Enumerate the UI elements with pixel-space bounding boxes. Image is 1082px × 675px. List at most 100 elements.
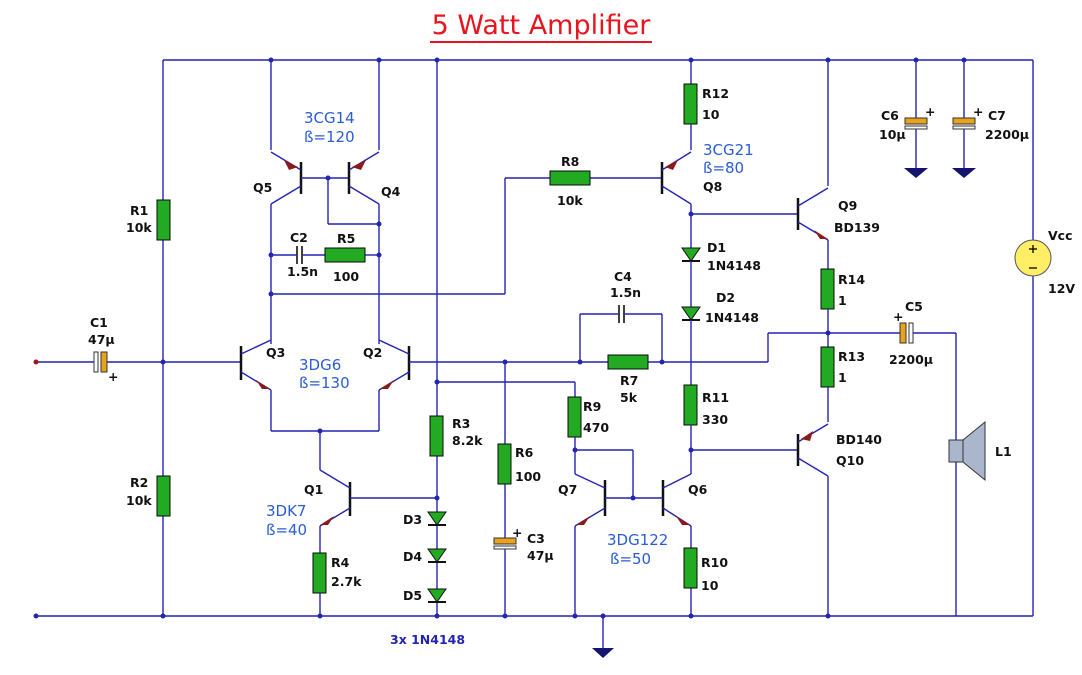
q9-transistor: Q9 BD139 bbox=[796, 187, 880, 241]
c6-value: 10µ bbox=[879, 127, 906, 142]
r12-resistor: R12 10 bbox=[683, 83, 729, 125]
q7-type: 3DG122 bbox=[607, 531, 668, 549]
c7-capacitor: + C7 2200µ bbox=[952, 104, 1029, 142]
d4-diode: D4 bbox=[403, 548, 447, 564]
r8-name: R8 bbox=[561, 154, 579, 169]
r10-name: R10 bbox=[701, 555, 728, 570]
c7-value: 2200µ bbox=[985, 127, 1029, 142]
q9-name: Q9 bbox=[838, 198, 857, 213]
q5-name: Q5 bbox=[253, 180, 272, 195]
title-text: 5 Watt Amplifier bbox=[429, 10, 653, 43]
q3-name: Q3 bbox=[266, 345, 285, 360]
r5-value: 100 bbox=[333, 269, 359, 284]
c1-plus: + bbox=[108, 369, 118, 384]
r13-resistor: R13 1 bbox=[820, 346, 865, 388]
d3-diode: D3 bbox=[403, 511, 447, 527]
q5-type: 3CG14 bbox=[304, 109, 355, 127]
d1-name: D1 bbox=[707, 240, 726, 255]
r6-value: 100 bbox=[515, 469, 541, 484]
r7-value: 5k bbox=[620, 390, 638, 405]
c1-name: C1 bbox=[90, 315, 108, 330]
q7-name: Q7 bbox=[558, 482, 577, 497]
c6-ground-icon bbox=[904, 168, 928, 178]
c1-value: 47µ bbox=[88, 332, 115, 347]
d2-part: 1N4148 bbox=[705, 310, 759, 325]
r8-resistor: R8 10k bbox=[549, 154, 591, 208]
c5-plus: + bbox=[893, 309, 903, 324]
q10-transistor: BD140 Q10 bbox=[796, 423, 882, 477]
c7-ground-icon bbox=[952, 168, 976, 178]
c1-capacitor: C1 47µ + bbox=[88, 315, 118, 384]
d1-part: 1N4148 bbox=[707, 258, 761, 273]
r7-resistor: R7 5k bbox=[607, 354, 649, 405]
r6-resistor: R6 100 bbox=[497, 443, 541, 485]
r13-name: R13 bbox=[838, 349, 865, 364]
d2-name: D2 bbox=[716, 290, 735, 305]
q3-transistor: Q3 bbox=[239, 339, 285, 391]
r2-resistor: R2 10k bbox=[126, 475, 171, 517]
q5-transistor: Q5 bbox=[253, 151, 349, 205]
r5-resistor: R5 100 bbox=[324, 231, 366, 284]
r11-value: 330 bbox=[702, 412, 728, 427]
r9-value: 470 bbox=[583, 420, 609, 435]
c5-value: 2200µ bbox=[889, 352, 933, 367]
r5-name: R5 bbox=[337, 231, 355, 246]
r11-name: R11 bbox=[702, 390, 729, 405]
diode-footnote: 3x 1N4148 bbox=[390, 632, 465, 647]
vcc-label: Vcc bbox=[1048, 228, 1073, 243]
c3-plus: + bbox=[512, 525, 522, 540]
q4-transistor: Q4 bbox=[347, 151, 401, 205]
c3-name: C3 bbox=[527, 531, 545, 546]
r2-value: 10k bbox=[126, 493, 152, 508]
c5-name: C5 bbox=[905, 299, 923, 314]
r2-name: R2 bbox=[130, 475, 148, 490]
q1-type: 3DK7 bbox=[266, 502, 306, 520]
c3-value: 47µ bbox=[527, 548, 554, 563]
q6-transistor: Q6 bbox=[661, 473, 708, 527]
c7-plus: + bbox=[973, 104, 983, 119]
c7-name: C7 bbox=[988, 108, 1006, 123]
q9-part: BD139 bbox=[834, 220, 880, 235]
q8-beta: ß=80 bbox=[703, 159, 744, 177]
q4-name: Q4 bbox=[381, 184, 401, 199]
page-title: 5 Watt Amplifier bbox=[0, 10, 1082, 43]
ground-symbol bbox=[592, 616, 614, 658]
r14-value: 1 bbox=[838, 293, 847, 308]
r9-resistor: R9 470 bbox=[567, 396, 609, 438]
r1-name: R1 bbox=[130, 203, 148, 218]
q1-transistor: Q1 bbox=[304, 469, 437, 527]
d5-diode: D5 bbox=[403, 588, 447, 603]
speaker-icon: L1 bbox=[948, 420, 1012, 482]
vcc-source: Vcc 12V bbox=[1014, 60, 1075, 616]
d2-diode: D2 1N4148 bbox=[681, 290, 759, 325]
c3-capacitor: + C3 47µ bbox=[493, 525, 554, 563]
q2-transistor: Q2 bbox=[363, 339, 411, 391]
q3-beta: ß=130 bbox=[299, 374, 350, 392]
r3-name: R3 bbox=[452, 416, 470, 431]
q3-type: 3DG6 bbox=[299, 356, 341, 374]
q1-name: Q1 bbox=[304, 482, 323, 497]
q2-name: Q2 bbox=[363, 345, 382, 360]
c6-name: C6 bbox=[881, 108, 899, 123]
speaker-name: L1 bbox=[995, 444, 1012, 459]
c2-capacitor: C2 1.5n bbox=[287, 230, 318, 279]
r14-resistor: R14 1 bbox=[820, 268, 865, 310]
c4-value: 1.5n bbox=[610, 285, 641, 300]
r13-value: 1 bbox=[838, 370, 847, 385]
r6-name: R6 bbox=[515, 445, 534, 460]
vcc-value: 12V bbox=[1048, 281, 1075, 296]
c2-value: 1.5n bbox=[287, 264, 318, 279]
c4-capacitor: C4 1.5n bbox=[610, 269, 641, 323]
r10-resistor: R10 10 bbox=[683, 547, 728, 593]
q8-name: Q8 bbox=[703, 179, 722, 194]
d4-name: D4 bbox=[403, 549, 422, 564]
r3-value: 8.2k bbox=[452, 433, 483, 448]
r9-name: R9 bbox=[583, 399, 601, 414]
d1-diode: D1 1N4148 bbox=[681, 240, 761, 273]
r11-resistor: R11 330 bbox=[683, 384, 729, 427]
q10-part: BD140 bbox=[836, 432, 882, 447]
q6-name: Q6 bbox=[688, 482, 708, 497]
ground-rail bbox=[33, 613, 1033, 619]
c6-plus: + bbox=[925, 104, 935, 119]
q7-transistor: Q7 bbox=[558, 473, 607, 527]
